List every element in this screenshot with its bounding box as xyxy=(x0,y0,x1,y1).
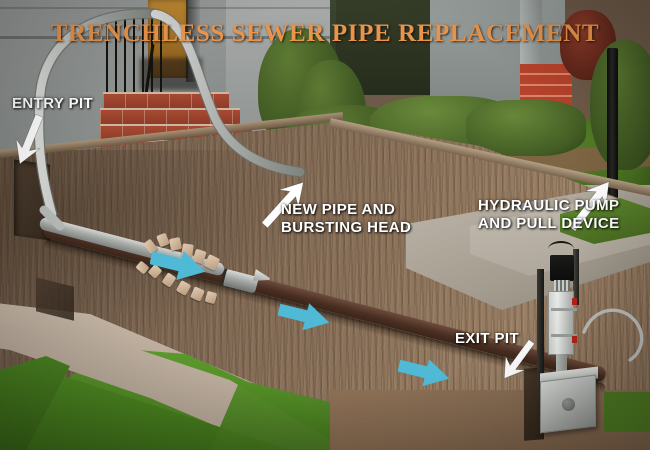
hedge-shrub xyxy=(590,40,650,170)
exit-pit-knob xyxy=(562,398,575,411)
label-exit-pit-text: EXIT PIT xyxy=(455,330,520,347)
label-entry-pit: ENTRY PIT xyxy=(12,95,93,113)
pump-cable xyxy=(548,241,574,257)
pipe-fragment xyxy=(168,236,183,252)
page-title: TRENCHLESS SEWER PIPE REPLACEMENT xyxy=(50,20,600,47)
label-pump-line2: AND PULL DEVICE xyxy=(478,214,620,232)
label-new-pipe-bursting-head: NEW PIPE AND BURSTING HEAD xyxy=(281,201,411,236)
hydraulic-pump-device xyxy=(537,241,579,389)
foreground-grass-right xyxy=(604,392,650,432)
foreground-dirt-right xyxy=(330,390,650,450)
distant-red-steps xyxy=(520,64,572,106)
label-pump-line1: HYDRAULIC PUMP xyxy=(478,197,620,214)
label-entry-pit-text: ENTRY PIT xyxy=(12,95,94,112)
label-new-pipe-line1: NEW PIPE AND xyxy=(281,201,396,218)
pump-motor-housing xyxy=(550,255,574,281)
pump-body xyxy=(548,291,577,355)
lamp-post xyxy=(607,48,618,248)
pump-support-post-2 xyxy=(573,249,579,305)
flow-arrow-3 xyxy=(398,359,450,387)
label-exit-pit: EXIT PIT xyxy=(455,330,519,348)
pump-pull-shaft xyxy=(556,354,567,380)
flow-arrow-1 xyxy=(150,250,206,281)
hedge-row xyxy=(466,100,586,156)
pump-support-post xyxy=(537,269,544,389)
label-hydraulic-pump: HYDRAULIC PUMP AND PULL DEVICE xyxy=(478,197,620,232)
flow-arrow-2 xyxy=(278,303,330,331)
label-new-pipe-line2: BURSTING HEAD xyxy=(281,218,412,236)
